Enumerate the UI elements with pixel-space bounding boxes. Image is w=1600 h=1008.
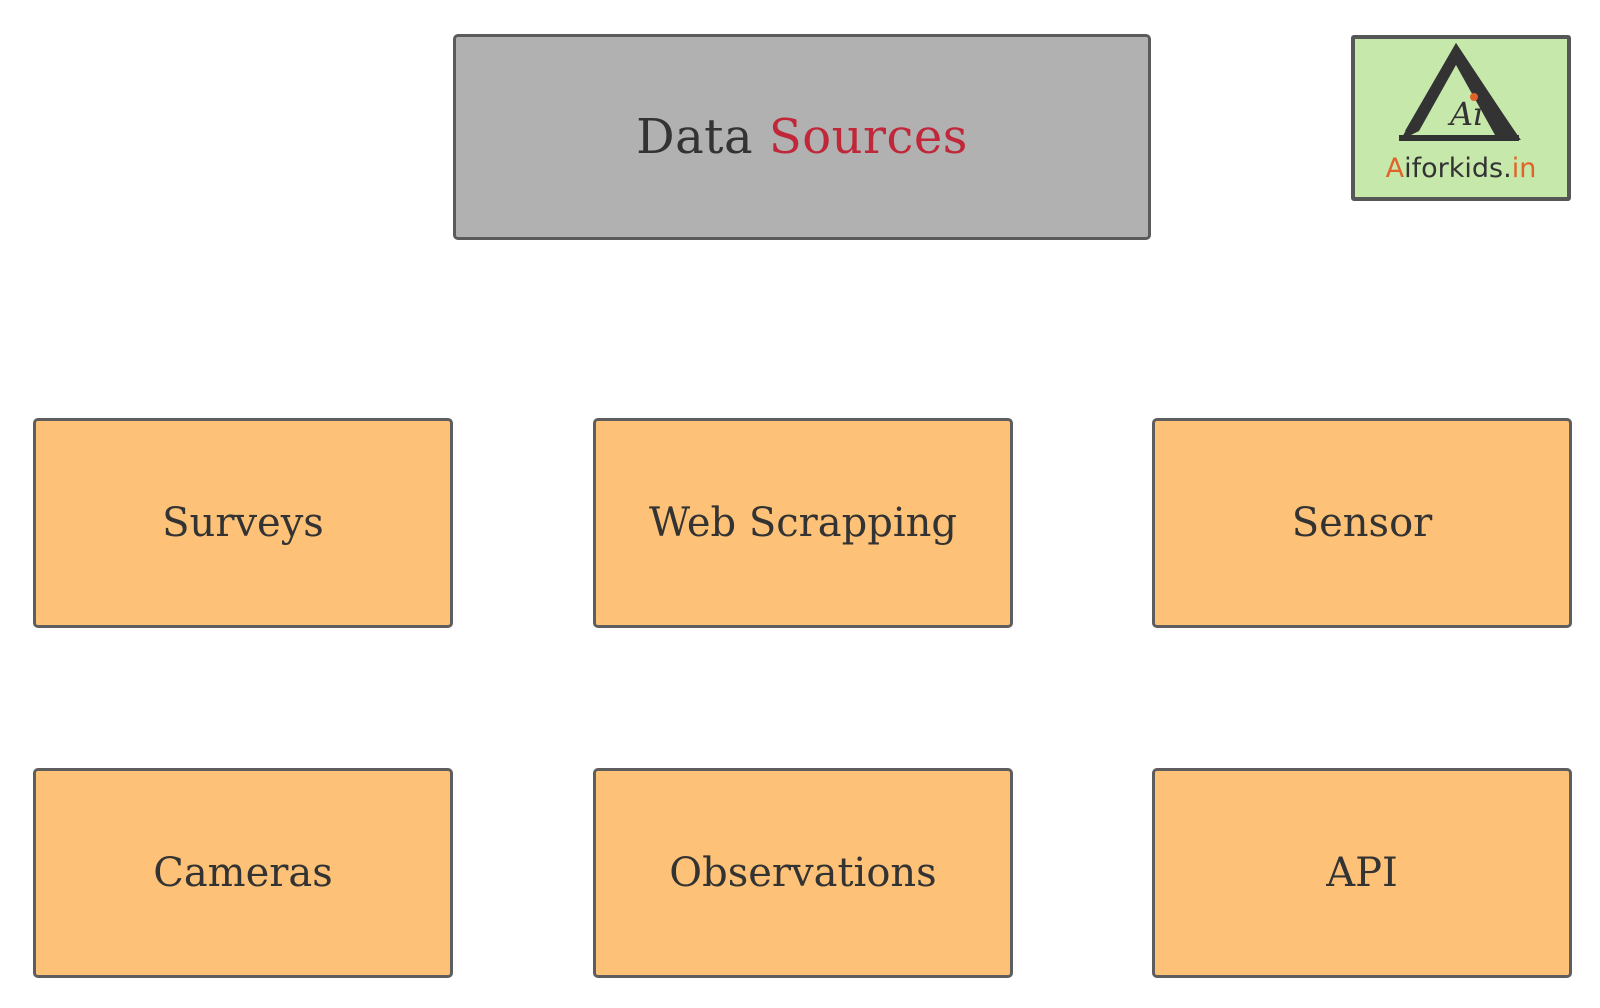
node-cameras: Cameras [33,768,453,978]
aiforkids-logo: Ai Aiforkids.in [1351,35,1571,201]
logo-triangle-icon: Ai [1399,43,1521,141]
logo-text-a: A [1385,153,1405,184]
node-web-scrapping: Web Scrapping [593,418,1013,628]
node-label: Surveys [162,500,324,546]
logo-text-in: in [1511,153,1537,184]
node-label: Observations [669,850,937,896]
diagram-title: Data Sources [636,109,968,165]
logo-text-middle: iforkids. [1404,153,1512,184]
node-label: Web Scrapping [649,500,957,546]
node-surveys: Surveys [33,418,453,628]
logo-wordmark: Aiforkids.in [1355,153,1567,184]
title-word-data: Data [636,109,754,165]
title-word-sources: Sources [768,109,968,165]
title-box: Data Sources [453,34,1151,240]
node-label: API [1326,850,1398,896]
node-sensor: Sensor [1152,418,1572,628]
node-label: Sensor [1291,500,1433,546]
node-label: Cameras [153,850,333,896]
node-api: API [1152,768,1572,978]
node-observations: Observations [593,768,1013,978]
logo-mark-text: Ai [1447,95,1483,133]
